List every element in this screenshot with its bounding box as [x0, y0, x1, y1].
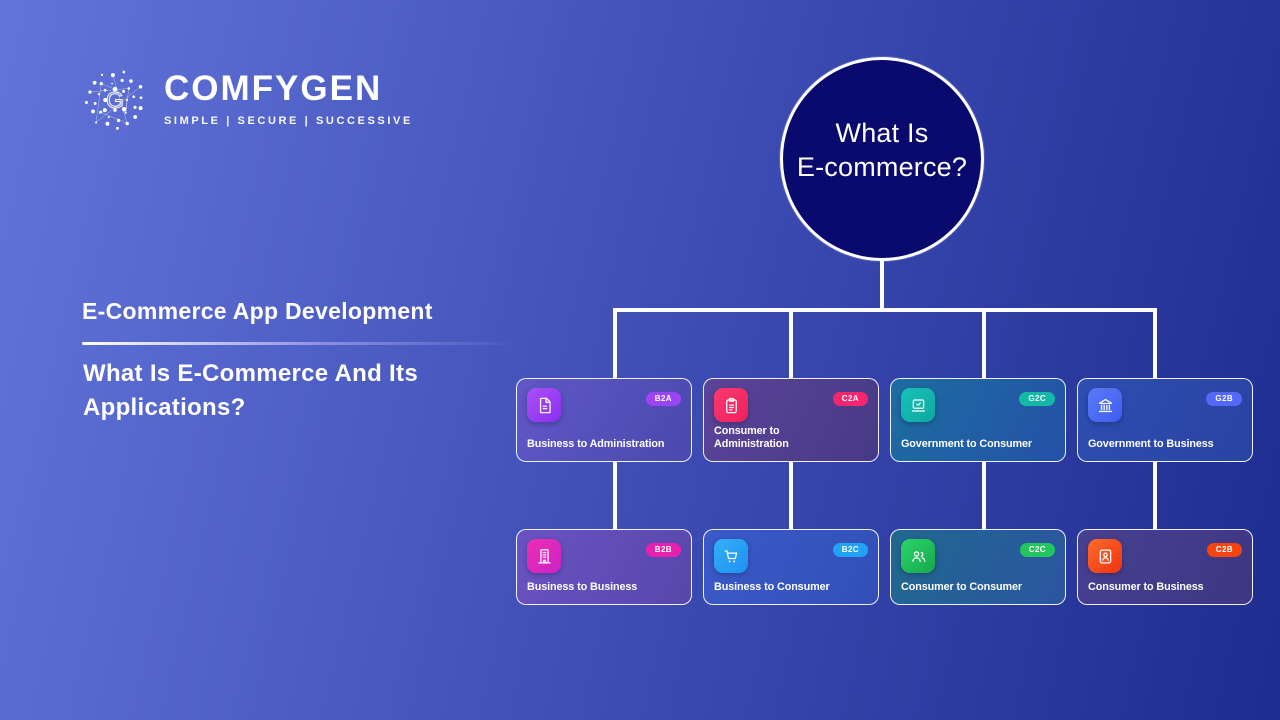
card-label: Consumer to Consumer [901, 581, 1022, 593]
card-label: Business to Consumer [714, 581, 830, 593]
card-top: G2C [901, 388, 1055, 422]
badge-c2c: C2C [1019, 543, 1055, 557]
screen-check-icon [901, 388, 935, 422]
network-dots-logo-icon: G [84, 70, 143, 130]
badge-c2a: C2A [832, 392, 868, 406]
file-text-icon [527, 388, 561, 422]
connector-drop-c2c [982, 461, 986, 531]
connector-drop-b2a [613, 308, 617, 380]
card-top: C2C [901, 539, 1055, 573]
badge-g2c: G2C [1019, 392, 1055, 406]
card-c2b: C2B Consumer to Business [1077, 529, 1253, 605]
card-top: G2B [1088, 388, 1242, 422]
root-node-line2: E-commerce? [796, 152, 968, 182]
badge-c2b: C2B [1206, 543, 1242, 557]
headline-subtitle: What Is E-Commerce And Its Applications? [83, 360, 418, 421]
clipboard-icon [714, 388, 748, 422]
card-label: Government to Consumer [901, 438, 1032, 450]
badge-b2b: B2B [645, 543, 681, 557]
card-b2b: B2B Business to Business [516, 529, 692, 605]
card-label: Business to Administration [527, 438, 665, 450]
people-icon [901, 539, 935, 573]
connector-stem [880, 261, 884, 310]
connector-drop-g2b [1153, 308, 1157, 380]
root-node-line1: What Is [835, 118, 929, 148]
card-label: Business to Business [527, 581, 638, 593]
card-label: Consumer to Business [1088, 581, 1204, 593]
card-c2c: C2C Consumer to Consumer [890, 529, 1066, 605]
badge-b2c: B2C [832, 543, 868, 557]
card-g2b: G2B Government to Business [1077, 378, 1253, 462]
bank-icon [1088, 388, 1122, 422]
card-label: Consumer to Administration [714, 425, 789, 450]
cart-icon [714, 539, 748, 573]
id-card-icon [1088, 539, 1122, 573]
card-b2c: B2C Business to Consumer [703, 529, 879, 605]
headline-title: E-Commerce App Development [82, 298, 433, 324]
card-g2c: G2C Government to Consumer [890, 378, 1066, 462]
card-b2a: B2A Business to Administration [516, 378, 692, 462]
connector-drop-c2b [1153, 461, 1157, 531]
connector-drop-b2b [613, 461, 617, 531]
card-top: B2B [527, 539, 681, 573]
headline-divider [82, 342, 520, 345]
brand-tagline: SIMPLE | SECURE | SUCCESSIVE [164, 115, 413, 127]
card-c2a: C2A Consumer to Administration [703, 378, 879, 462]
card-top: C2A [714, 388, 868, 422]
connector-drop-g2c [982, 308, 986, 380]
office-building-icon [527, 539, 561, 573]
badge-b2a: B2A [645, 392, 681, 406]
svg-text:G: G [106, 87, 124, 113]
brand-name: COMFYGEN [164, 69, 383, 108]
root-node-circle: What Is E-commerce? [780, 57, 984, 261]
logo-text: COMFYGEN SIMPLE | SECURE | SUCCESSIVE [164, 71, 413, 127]
logo: G COMFYGEN SIMPLE | SECURE | SUCCESSIVE [80, 60, 413, 138]
connector-bar [613, 308, 1157, 312]
card-top: C2B [1088, 539, 1242, 573]
connector-drop-c2a [789, 308, 793, 380]
badge-g2b: G2B [1206, 392, 1242, 406]
card-top: B2C [714, 539, 868, 573]
connector-drop-b2c [789, 461, 793, 531]
card-top: B2A [527, 388, 681, 422]
card-label: Government to Business [1088, 438, 1214, 450]
